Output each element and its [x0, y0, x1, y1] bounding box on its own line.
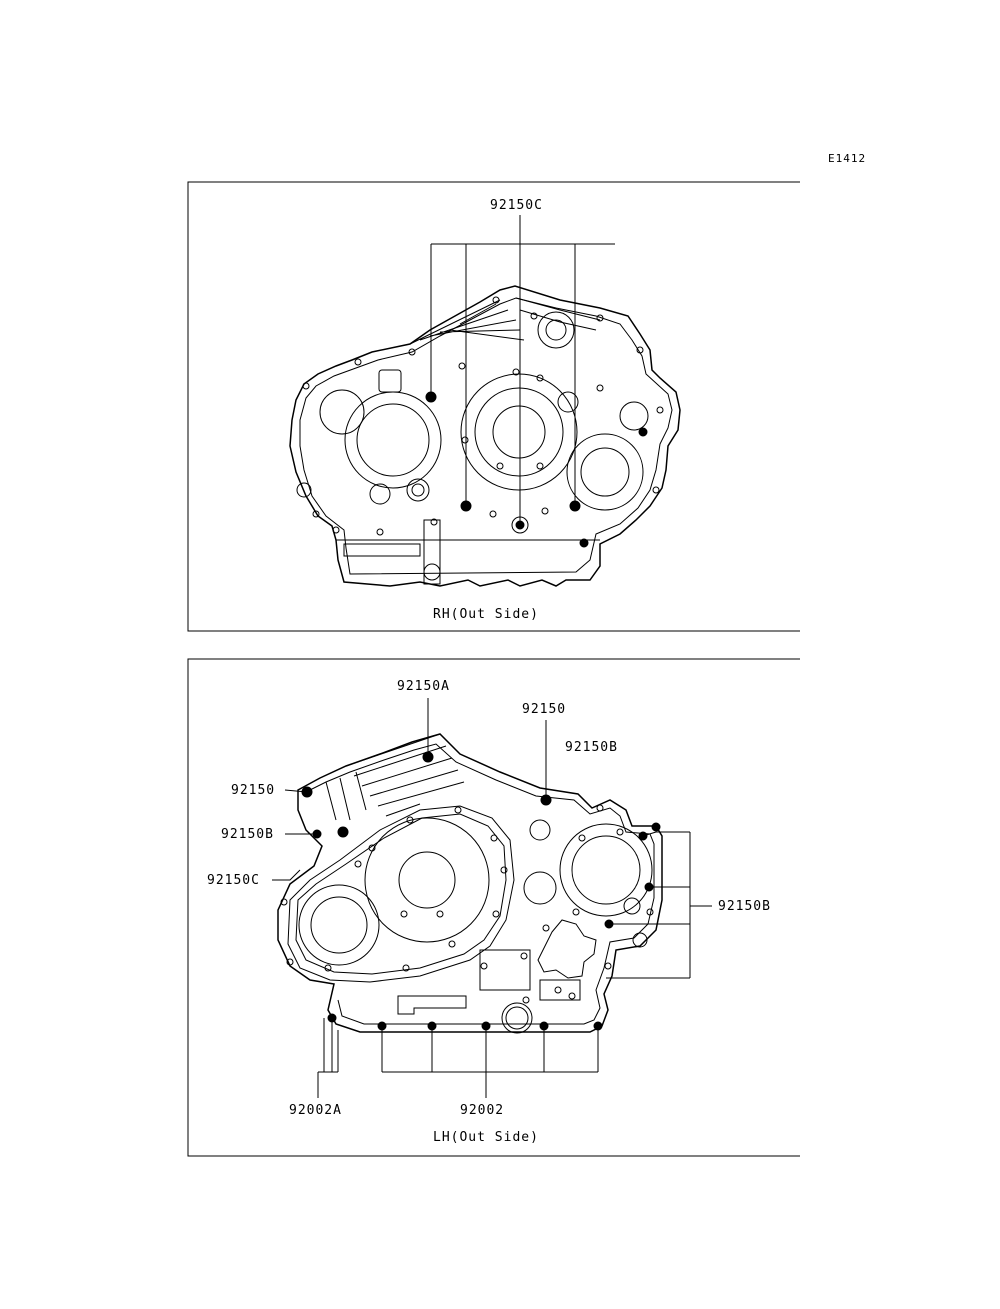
lh-callout-92150c-left: 92150C — [207, 873, 260, 888]
lh-bore-left — [298, 884, 380, 966]
lh-panel-frame — [187, 658, 800, 1157]
lh-callout-92150a: 92150A — [397, 679, 450, 694]
lh-callout-92150b-left: 92150B — [221, 827, 274, 842]
lh-panel-caption: LH(Out Side) — [433, 1130, 539, 1145]
rh-callout-92150c: 92150C — [490, 198, 543, 213]
figure-code: E1412 — [828, 152, 867, 165]
lh-bore-center — [364, 817, 490, 943]
lh-callout-92002a: 92002A — [289, 1103, 342, 1118]
lh-crankcase-outline — [277, 733, 663, 1033]
lh-callout-92002: 92002 — [460, 1103, 505, 1118]
lh-callout-92150b-right: 92150B — [718, 899, 771, 914]
lh-bore-right — [559, 823, 653, 917]
rh-bore-center — [460, 373, 578, 491]
rh-leader-lines — [430, 215, 615, 525]
lh-callout-92150b-top: 92150B — [565, 740, 618, 755]
lh-leader-lines — [272, 698, 712, 1098]
rh-bore-right — [566, 433, 644, 511]
lh-callout-92150-top: 92150 — [522, 702, 567, 717]
rh-panel-frame — [187, 181, 800, 632]
lh-callout-92150-left: 92150 — [231, 783, 276, 798]
rh-panel-caption: RH(Out Side) — [433, 607, 539, 622]
rh-crankcase-outline — [289, 285, 681, 587]
